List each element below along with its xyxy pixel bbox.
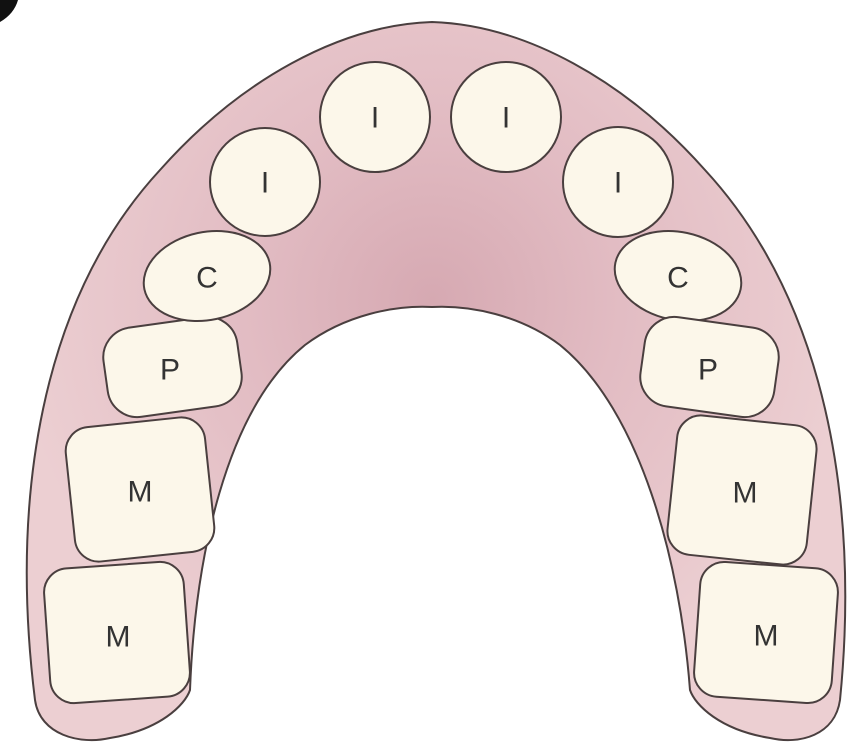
tooth-label: I xyxy=(261,167,269,200)
tooth-left-incisor-central: I xyxy=(320,62,430,172)
tooth-left-incisor-lateral: I xyxy=(210,128,320,236)
corner-mark xyxy=(0,0,18,22)
tooth-label: C xyxy=(667,262,689,295)
tooth-right-incisor-central: I xyxy=(451,62,561,172)
tooth-right-molar-1: M xyxy=(665,413,819,567)
tooth-right-premolar: P xyxy=(636,313,782,421)
tooth-label: C xyxy=(196,262,218,295)
tooth-label: M xyxy=(128,476,153,509)
tooth-right-molar-2: M xyxy=(692,560,839,704)
tooth-label: M xyxy=(106,621,131,654)
tooth-label: I xyxy=(614,167,622,200)
tooth-label: P xyxy=(698,354,718,387)
tooth-label: M xyxy=(733,477,758,510)
tooth-label: P xyxy=(160,354,180,387)
tooth-label: I xyxy=(502,102,510,135)
tooth-left-premolar: P xyxy=(99,313,245,421)
tooth-left-molar-2: M xyxy=(42,560,191,704)
tooth-label: M xyxy=(754,620,779,653)
tooth-label: I xyxy=(371,102,379,135)
tooth-right-incisor-lateral: I xyxy=(563,127,673,237)
tooth-left-molar-1: M xyxy=(63,415,216,564)
